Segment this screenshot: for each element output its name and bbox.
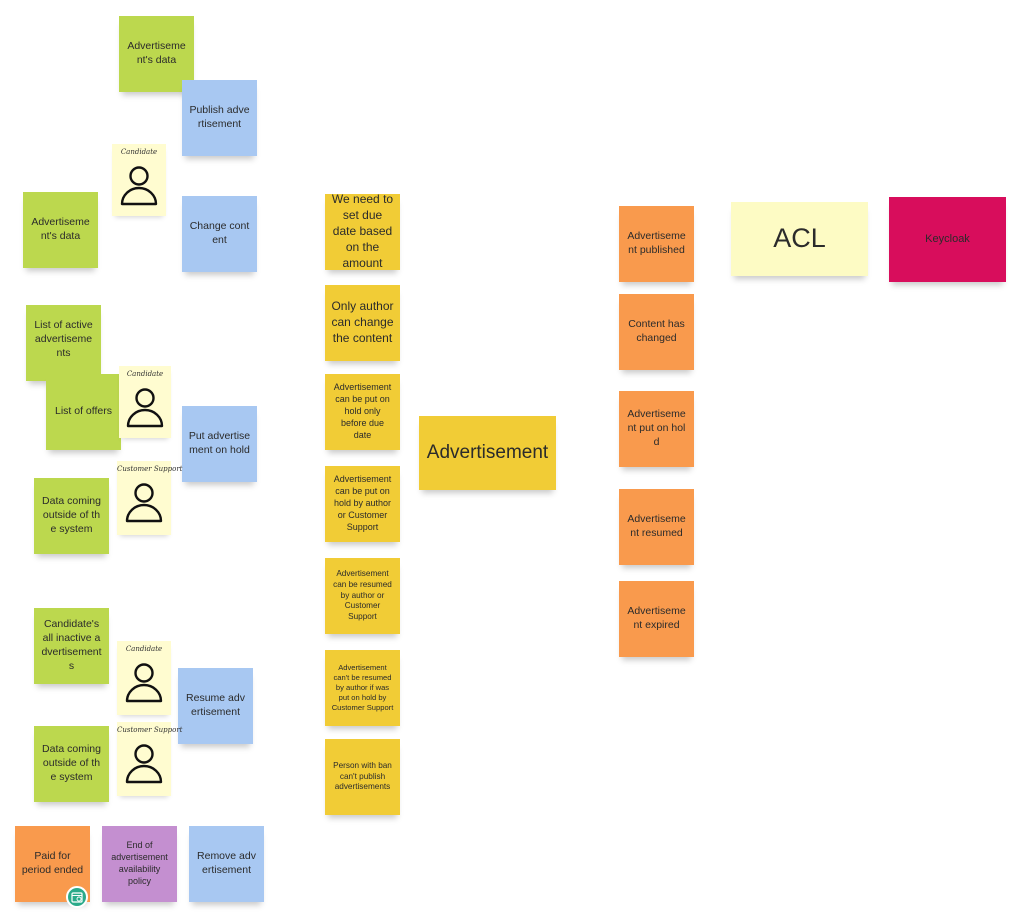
note-text: ACL — [773, 223, 826, 254]
person-icon — [125, 663, 163, 703]
note-text: Paid for period ended — [21, 850, 84, 876]
person-icon — [120, 166, 158, 206]
note-text: Advertisement put on hold — [627, 408, 686, 448]
note-text: Candidate's all inactive advertisements — [41, 618, 102, 672]
note-text: List of offers — [54, 405, 112, 418]
note-text: End of advertisement availability policy — [111, 840, 168, 886]
calendar-clock-icon — [66, 886, 88, 908]
rule-cant-resume-if-support-hold[interactable]: Advertisement can't be resumed by author… — [325, 650, 400, 726]
actor-role-label: Customer Support — [117, 465, 183, 473]
acl-box[interactable]: ACL — [731, 202, 868, 276]
rule-resumed-by-author-or-support[interactable]: Advertisement can be resumed by author o… — [325, 558, 400, 634]
external-data-outside-system-2[interactable]: Data coming outside of the system — [34, 726, 109, 802]
note-text: Advertisement resumed — [627, 513, 686, 539]
person-icon — [126, 388, 164, 428]
note-text: Advertisement published — [627, 230, 686, 256]
event-content-has-changed[interactable]: Content has changed — [619, 294, 694, 370]
note-text: Data coming outside of the system — [42, 495, 101, 535]
note-text: Content has changed — [628, 318, 685, 344]
note-text: Keycloak — [925, 233, 970, 246]
note-text: Advertisement expired — [627, 605, 686, 631]
rule-only-author-change[interactable]: Only author can change the content — [325, 285, 400, 361]
aggregate-advertisement[interactable]: Advertisement — [419, 416, 556, 490]
command-publish-advertisement[interactable]: Publish advertisement — [182, 80, 257, 156]
actor-customer-support[interactable]: Customer Support — [117, 461, 183, 535]
external-data-outside-system[interactable]: Data coming outside of the system — [34, 478, 109, 554]
command-resume-advertisement[interactable]: Resume advertisement — [178, 668, 253, 744]
event-advertisement-resumed[interactable]: Advertisement resumed — [619, 489, 694, 565]
policy-end-of-availability[interactable]: End of advertisement availability policy — [102, 826, 177, 902]
note-text: Advertisement's data — [127, 40, 186, 66]
rule-hold-before-due-date[interactable]: Advertisement can be put on hold only be… — [325, 374, 400, 450]
actor-customer-support-2[interactable]: Customer Support — [117, 722, 183, 796]
note-text: Advertisement — [426, 442, 549, 464]
read-model-advertisement-data[interactable]: Advertisement's data — [119, 16, 194, 92]
actor-role-label: Customer Support — [117, 726, 183, 734]
actor-candidate-2[interactable]: Candidate — [119, 366, 171, 438]
actor-role-label: Candidate — [125, 645, 163, 653]
rule-due-date[interactable]: We need to set due date based on the amo… — [325, 194, 400, 270]
person-icon — [125, 483, 163, 523]
read-model-candidate-inactive-advertisements[interactable]: Candidate's all inactive advertisements — [34, 608, 109, 684]
command-put-advertisement-on-hold[interactable]: Put advertisement on hold — [182, 406, 257, 482]
note-text: Remove advertisement — [197, 850, 256, 876]
command-remove-advertisement[interactable]: Remove advertisement — [189, 826, 264, 902]
note-text: Put advertisement on hold — [188, 430, 251, 456]
note-text: List of active advertisements — [34, 319, 93, 359]
actor-candidate-3[interactable]: Candidate — [117, 641, 171, 715]
note-text: We need to set due date based on the amo… — [331, 194, 394, 270]
note-text: Data coming outside of the system — [42, 743, 101, 783]
read-model-list-of-offers[interactable]: List of offers — [46, 374, 121, 450]
note-text: Publish advertisement — [189, 104, 250, 130]
event-advertisement-put-on-hold[interactable]: Advertisement put on hold — [619, 391, 694, 467]
event-advertisement-published[interactable]: Advertisement published — [619, 206, 694, 282]
rule-hold-by-author-or-support[interactable]: Advertisement can be put on hold by auth… — [325, 466, 400, 542]
command-change-content[interactable]: Change content — [182, 196, 257, 272]
external-system-keycloak[interactable]: Keycloak — [889, 197, 1006, 282]
read-model-advertisement-data-2[interactable]: Advertisement's data — [23, 192, 98, 268]
note-text: Person with ban can't publish advertisem… — [333, 760, 392, 792]
note-text: Change content — [189, 220, 250, 246]
note-text: Only author can change the content — [331, 299, 394, 345]
note-text: Advertisement can't be resumed by author… — [331, 662, 394, 713]
note-text: Resume advertisement — [186, 692, 245, 718]
note-text: Advertisement can be put on hold only be… — [333, 382, 392, 440]
person-icon — [125, 744, 163, 784]
actor-candidate[interactable]: Candidate — [112, 144, 166, 216]
note-text: Advertisement's data — [31, 216, 90, 242]
note-text: Advertisement can be resumed by author o… — [333, 568, 392, 622]
actor-role-label: Candidate — [120, 148, 158, 156]
note-text: Advertisement can be put on hold by auth… — [333, 474, 392, 532]
read-model-list-of-active-advertisements[interactable]: List of active advertisements — [26, 305, 101, 381]
actor-role-label: Candidate — [126, 370, 164, 378]
rule-ban-cant-publish[interactable]: Person with ban can't publish advertisem… — [325, 739, 400, 815]
event-advertisement-expired[interactable]: Advertisement expired — [619, 581, 694, 657]
